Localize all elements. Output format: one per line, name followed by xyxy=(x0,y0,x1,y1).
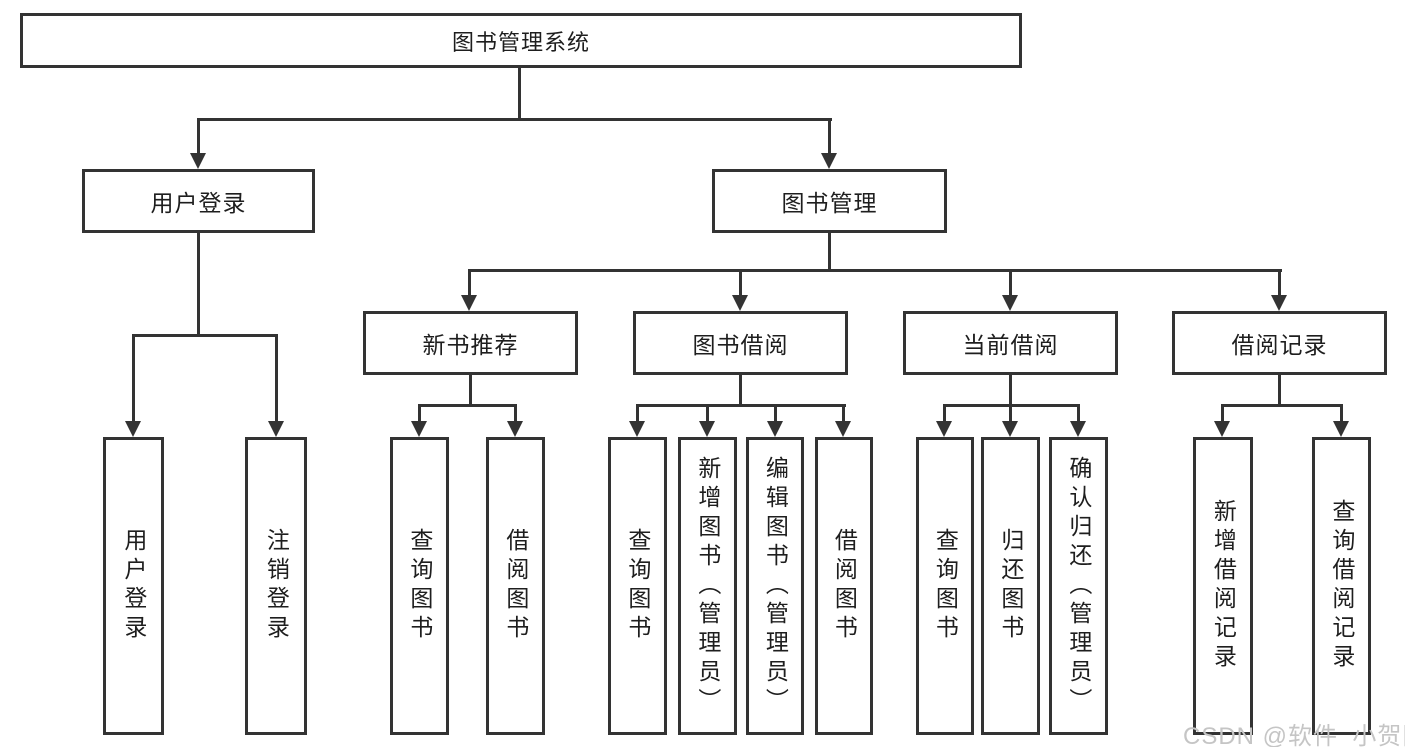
leaf-label: 确认归还（管理员） xyxy=(1065,455,1092,717)
arrowhead-down-icon xyxy=(821,153,837,169)
node-label: 借阅记录 xyxy=(1231,332,1328,358)
connector-line xyxy=(636,404,639,423)
connector-line xyxy=(197,233,200,336)
node-current-borrowing: 当前借阅 xyxy=(903,311,1118,375)
arrowhead-down-icon xyxy=(1002,295,1018,311)
node-borrowing-records: 借阅记录 xyxy=(1172,311,1387,375)
arrowhead-down-icon xyxy=(411,421,427,437)
connector-line xyxy=(1221,404,1224,423)
leaf-query-books-recommend: 查询图书 xyxy=(390,437,449,735)
leaf-user-login: 用户登录 xyxy=(103,437,164,735)
arrowhead-down-icon xyxy=(732,295,748,311)
arrowhead-down-icon xyxy=(699,421,715,437)
leaf-label: 新增图书（管理员） xyxy=(694,455,721,717)
arrowhead-down-icon xyxy=(125,421,141,437)
connector-line xyxy=(132,334,278,337)
connector-line xyxy=(828,233,831,272)
connector-line xyxy=(418,404,517,407)
arrowhead-down-icon xyxy=(190,153,206,169)
leaf-label: 注销登录 xyxy=(263,528,290,644)
leaf-query-books-borrowing: 查询图书 xyxy=(608,437,667,735)
arrowhead-down-icon xyxy=(1070,421,1086,437)
leaf-logout: 注销登录 xyxy=(245,437,307,735)
leaf-query-borrow-record: 查询借阅记录 xyxy=(1312,437,1371,735)
connector-line xyxy=(1009,269,1012,296)
node-new-book-recommendation: 新书推荐 xyxy=(363,311,578,375)
connector-line xyxy=(739,269,742,296)
leaf-confirm-return-admin: 确认归还（管理员） xyxy=(1049,437,1108,735)
leaf-query-books-current: 查询图书 xyxy=(916,437,974,735)
leaf-label: 归还图书 xyxy=(997,528,1024,644)
connector-line xyxy=(197,118,832,121)
arrowhead-down-icon xyxy=(767,421,783,437)
leaf-label: 查询借阅记录 xyxy=(1328,499,1355,673)
connector-line xyxy=(943,404,946,423)
node-label: 当前借阅 xyxy=(962,332,1059,358)
connector-line xyxy=(1009,375,1012,406)
node-book-borrowing: 图书借阅 xyxy=(633,311,848,375)
connector-line xyxy=(1278,375,1281,406)
arrowhead-down-icon xyxy=(835,421,851,437)
leaf-return-books: 归还图书 xyxy=(981,437,1040,735)
connector-line xyxy=(469,375,472,406)
watermark: CSDN @软件_小贺同学 xyxy=(1183,723,1405,747)
arrowhead-down-icon xyxy=(507,421,523,437)
connector-line xyxy=(197,118,200,154)
node-label: 用户登录 xyxy=(150,190,247,216)
connector-line xyxy=(636,404,846,407)
leaf-borrow-books-recommend: 借阅图书 xyxy=(486,437,545,735)
connector-line xyxy=(706,404,709,423)
connector-line xyxy=(132,334,135,421)
connector-line xyxy=(1077,404,1080,423)
arrowhead-down-icon xyxy=(629,421,645,437)
connector-line xyxy=(468,269,1282,272)
leaf-edit-book-admin: 编辑图书（管理员） xyxy=(746,437,804,735)
connector-line xyxy=(1278,269,1281,296)
node-user-login: 用户登录 xyxy=(82,169,315,233)
connector-line xyxy=(842,404,845,423)
connector-line xyxy=(739,375,742,406)
arrowhead-down-icon xyxy=(461,295,477,311)
leaf-label: 查询图书 xyxy=(932,528,959,644)
arrowhead-down-icon xyxy=(1333,421,1349,437)
connector-line xyxy=(418,404,421,423)
leaf-add-book-admin: 新增图书（管理员） xyxy=(678,437,737,735)
arrowhead-down-icon xyxy=(1271,295,1287,311)
node-label: 图书借阅 xyxy=(692,332,789,358)
node-label: 图书管理系统 xyxy=(451,29,590,55)
leaf-label: 编辑图书（管理员） xyxy=(762,455,789,717)
arrowhead-down-icon xyxy=(936,421,952,437)
connector-line xyxy=(1340,404,1343,423)
connector-line xyxy=(275,334,278,421)
connector-line xyxy=(774,404,777,423)
connector-line xyxy=(514,404,517,423)
connector-line xyxy=(1221,404,1343,407)
connector-line xyxy=(468,269,471,296)
node-book-management: 图书管理 xyxy=(712,169,947,233)
connector-line xyxy=(828,118,831,154)
arrowhead-down-icon xyxy=(268,421,284,437)
leaf-label: 借阅图书 xyxy=(831,528,858,644)
leaf-add-borrow-record: 新增借阅记录 xyxy=(1193,437,1253,735)
node-library-system: 图书管理系统 xyxy=(20,13,1022,68)
leaf-borrow-books: 借阅图书 xyxy=(815,437,873,735)
leaf-label: 用户登录 xyxy=(120,528,147,644)
connector-line xyxy=(518,68,521,120)
arrowhead-down-icon xyxy=(1002,421,1018,437)
leaf-label: 新增借阅记录 xyxy=(1210,499,1237,673)
arrowhead-down-icon xyxy=(1214,421,1230,437)
node-label: 图书管理 xyxy=(781,190,878,216)
connector-line xyxy=(1009,404,1012,423)
node-label: 新书推荐 xyxy=(422,332,519,358)
leaf-label: 借阅图书 xyxy=(502,528,529,644)
leaf-label: 查询图书 xyxy=(406,528,433,644)
leaf-label: 查询图书 xyxy=(624,528,651,644)
